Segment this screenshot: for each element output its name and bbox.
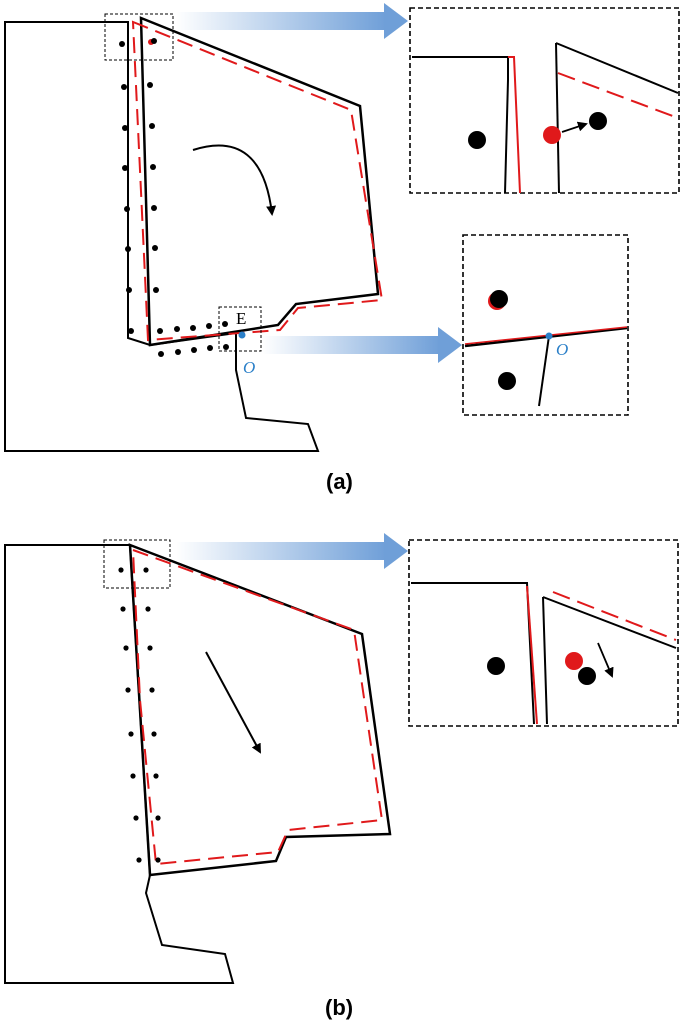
point	[175, 349, 181, 355]
point	[125, 246, 131, 252]
point	[150, 164, 156, 170]
point	[143, 567, 149, 573]
panel-label-a: (a)	[326, 469, 353, 494]
point	[153, 773, 159, 779]
point-o-label: O	[556, 340, 568, 359]
point	[147, 645, 153, 651]
point	[133, 815, 139, 821]
point	[155, 815, 161, 821]
point	[120, 606, 126, 612]
point	[207, 345, 213, 351]
point	[174, 326, 180, 332]
translating-block-displaced	[131, 548, 384, 866]
point	[206, 323, 212, 329]
gradient-arrow-right-icon	[176, 3, 408, 39]
point	[490, 290, 508, 308]
inset-bottom-a: O	[462, 234, 629, 416]
point	[147, 82, 153, 88]
zoom-box-top	[103, 539, 171, 589]
zoom-box-top	[104, 13, 174, 61]
point	[589, 112, 607, 130]
point-row-bottom	[158, 344, 229, 357]
point	[119, 41, 125, 47]
point	[151, 731, 157, 737]
point	[155, 857, 161, 863]
point	[223, 344, 229, 350]
inset-top-a	[409, 7, 680, 194]
point	[125, 687, 131, 693]
point	[124, 206, 130, 212]
point	[190, 325, 196, 331]
point	[158, 351, 164, 357]
translating-block-outline	[128, 543, 392, 877]
point-row-top	[157, 321, 228, 334]
point	[121, 84, 127, 90]
point	[157, 328, 163, 334]
point	[118, 567, 124, 573]
point	[128, 731, 134, 737]
zoom-box-bottom	[218, 306, 262, 352]
point	[153, 287, 159, 293]
gradient-arrow-right-icon	[176, 533, 408, 569]
point-o-marker	[238, 331, 246, 339]
point	[468, 131, 486, 149]
rotating-block-outline	[139, 16, 380, 347]
point	[191, 347, 197, 353]
displacement-arrow-icon	[561, 121, 588, 133]
point	[123, 645, 129, 651]
point	[498, 372, 516, 390]
point	[130, 773, 136, 779]
left-block-outline	[4, 544, 235, 984]
panel-a: E O	[4, 3, 680, 494]
point-column-left	[119, 41, 134, 334]
point	[151, 205, 157, 211]
point-column-left	[118, 567, 142, 863]
inset-top-b	[408, 539, 679, 727]
displacement-arrow-icon	[597, 642, 614, 678]
clockwise-curved-arrow-icon	[192, 144, 277, 216]
point	[149, 123, 155, 129]
point-displaced	[543, 126, 561, 144]
point	[145, 606, 151, 612]
point	[136, 857, 142, 863]
point	[578, 667, 596, 685]
straight-arrow-down-right-icon	[205, 651, 261, 754]
panel-b: (b)	[4, 533, 679, 1020]
point-o-label: O	[243, 358, 255, 377]
point	[122, 165, 128, 171]
point	[122, 125, 128, 131]
point-displaced	[565, 652, 583, 670]
point	[151, 38, 157, 44]
point-o-marker	[545, 332, 553, 340]
point	[149, 687, 155, 693]
point	[128, 328, 134, 334]
point	[152, 245, 158, 251]
point	[222, 321, 228, 327]
rotating-block-displaced	[131, 20, 384, 342]
point	[487, 657, 505, 675]
left-block-outline	[4, 21, 320, 452]
panel-label-b: (b)	[325, 995, 353, 1020]
point-e-label: E	[236, 309, 246, 328]
point-column-right	[147, 38, 159, 293]
point	[126, 287, 132, 293]
gradient-arrow-right-icon	[262, 327, 462, 363]
point-column-right	[143, 567, 161, 863]
